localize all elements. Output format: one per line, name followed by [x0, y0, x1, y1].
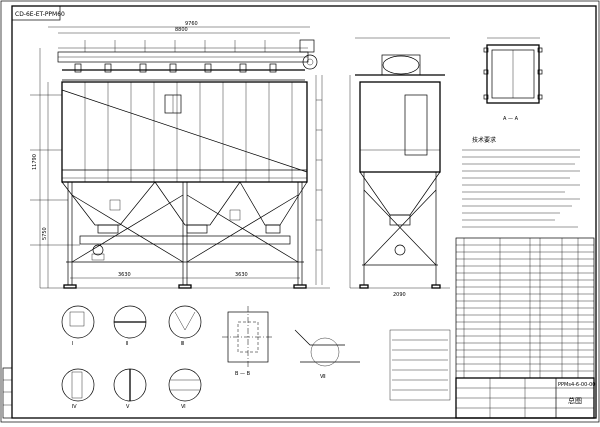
dim-bottom-span-2: 3630 [235, 272, 248, 278]
section-b-label: B — B [235, 371, 251, 377]
dim-side-width: 2090 [393, 292, 406, 298]
detail-label-7: Ⅶ [320, 374, 326, 380]
dim-bottom-span-1: 3630 [118, 272, 131, 278]
dim-mid-height: 5750 [42, 227, 48, 240]
sheet-inner-border [11, 5, 597, 419]
section-a-label: A — A [503, 116, 519, 122]
front-view: 9760 8800 [30, 21, 330, 289]
dim-main-length: 8800 [175, 27, 188, 33]
detail-views: Ⅰ Ⅱ Ⅲ Ⅳ Ⅴ Ⅵ B — B Ⅶ [61, 305, 451, 410]
tech-requirements-block: 技术要求 [462, 136, 580, 228]
corner-code: CD-6E-ET-PPM60 [15, 11, 65, 18]
tech-requirements-title: 技术要求 [472, 136, 496, 144]
detail-label-5: Ⅴ [126, 404, 130, 410]
binding-strip [2, 367, 13, 419]
detail-label-6: Ⅵ [181, 404, 186, 410]
dim-top-span: 9760 [185, 21, 198, 27]
detail-label-2: Ⅱ [126, 341, 128, 347]
detail-label-3: Ⅲ [181, 341, 184, 347]
drawing-name: 总图 [568, 396, 582, 405]
side-view: 2090 [349, 37, 450, 298]
section-a-view: A — A [483, 37, 543, 122]
title-block: PPMs4-6-00-00 总图 [455, 377, 595, 419]
detail-label-1: Ⅰ [72, 341, 73, 347]
drawing-code: PPMs4-6-00-00 [558, 382, 595, 388]
detail-label-4: Ⅳ [72, 404, 77, 410]
corner-code-box: CD-6E-ET-PPM60 [11, 5, 65, 21]
parts-list-table [455, 237, 595, 379]
dim-height-total: 11790 [32, 154, 38, 170]
